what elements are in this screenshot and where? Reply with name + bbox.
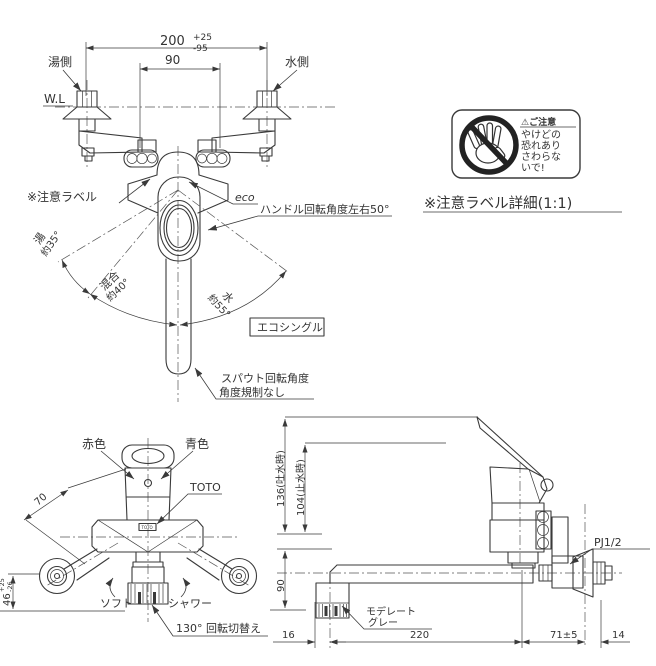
caution-detail-caption: ※注意ラベル詳細(1:1) xyxy=(424,194,572,212)
dim-104-label: 104(止水時) xyxy=(295,459,307,516)
water-line-label: W.L xyxy=(44,92,65,106)
dim-14-label: 14 xyxy=(612,630,625,641)
caution-label-note: ※注意ラベル xyxy=(27,189,97,204)
caution-title: ⚠ご注意 xyxy=(521,116,556,128)
brand-label: TOTO xyxy=(189,481,221,494)
dim-46-label: 46 +25 -26 xyxy=(0,578,14,606)
svg-text:136(吐水時): 136(吐水時) xyxy=(275,450,287,507)
red-indicator-label: 赤色 xyxy=(82,437,106,451)
dim-200-tol-minus: -95 xyxy=(193,44,208,54)
eco-mark-label: eco xyxy=(235,191,255,204)
mix-angle-label: 混合 約40° xyxy=(97,268,133,304)
dim-220-label: 220 xyxy=(410,630,429,641)
thread-spec-label: PJ1/2 xyxy=(594,536,622,549)
brand-mark-on-body: TOTO xyxy=(141,525,153,530)
hot-side-label: 湯側 xyxy=(48,55,72,69)
dim-16-label: 16 xyxy=(282,630,295,641)
caution-line-2: 恐れあり xyxy=(521,140,561,152)
dim-71-label: 71±5 xyxy=(550,630,577,641)
side-view: 136(吐水時) 104(止水時) 90 PJ1/2 モデレート グレー 16 … xyxy=(270,416,650,648)
spout-rotation-note-line1: スパウト回転角度 xyxy=(221,371,309,385)
dim-200-tol-plus: +25 xyxy=(193,33,212,43)
caution-sticker xyxy=(451,109,581,179)
rotation-switch-note: 130° 回転切替え xyxy=(176,621,261,635)
blue-indicator-label: 青色 xyxy=(185,437,209,451)
svg-text:46: 46 xyxy=(2,593,13,606)
eco-single-badge-label: エコシングル xyxy=(257,320,323,334)
dim-136-label: 136(吐水時) xyxy=(275,450,287,507)
caution-detail: ⚠ご注意 やけどの 恐れあり さわらな いで! ※注意ラベル詳細(1:1) xyxy=(423,109,622,213)
color-note-line2: グレー xyxy=(368,616,398,629)
caution-line-3: さわらな xyxy=(521,151,561,163)
soft-mode-label: ソフト xyxy=(100,597,133,610)
top-view: 赤色 青色 TOTO TOTO 70 46 +25 -26 xyxy=(0,437,268,637)
spout-rotation-note-line2: 角度規制なし xyxy=(219,385,285,399)
shower-mode-label: シャワー xyxy=(168,597,212,610)
no-touch-icon xyxy=(459,115,519,175)
dim-90-side-label: 90 xyxy=(276,579,287,592)
eco-single-badge xyxy=(249,317,325,337)
dim-70-label: 70 xyxy=(33,492,50,509)
water-angle-label: 水 約55° xyxy=(205,289,236,320)
dim-200-label: 200 xyxy=(160,34,185,49)
front-view: 200 +25 -95 90 湯側 水側 W.L ※注意ラベル eco ハンドル… xyxy=(27,33,392,402)
caution-line-4: いで! xyxy=(521,163,545,174)
dim-90-label: 90 xyxy=(165,53,180,67)
caution-line-1: やけどの xyxy=(521,129,561,141)
color-note-line1: モデレート xyxy=(366,605,416,618)
svg-text:90: 90 xyxy=(276,579,287,592)
svg-text:70: 70 xyxy=(33,492,50,509)
hot-angle-label: 湯 約35° xyxy=(31,228,64,258)
handle-rotation-note: ハンドル回転角度左右50° xyxy=(260,202,390,216)
svg-text:+25: +25 xyxy=(0,578,6,592)
svg-text:104(止水時): 104(止水時) xyxy=(295,459,307,516)
svg-text:-26: -26 xyxy=(6,581,14,592)
cold-side-label: 水側 xyxy=(285,55,309,69)
